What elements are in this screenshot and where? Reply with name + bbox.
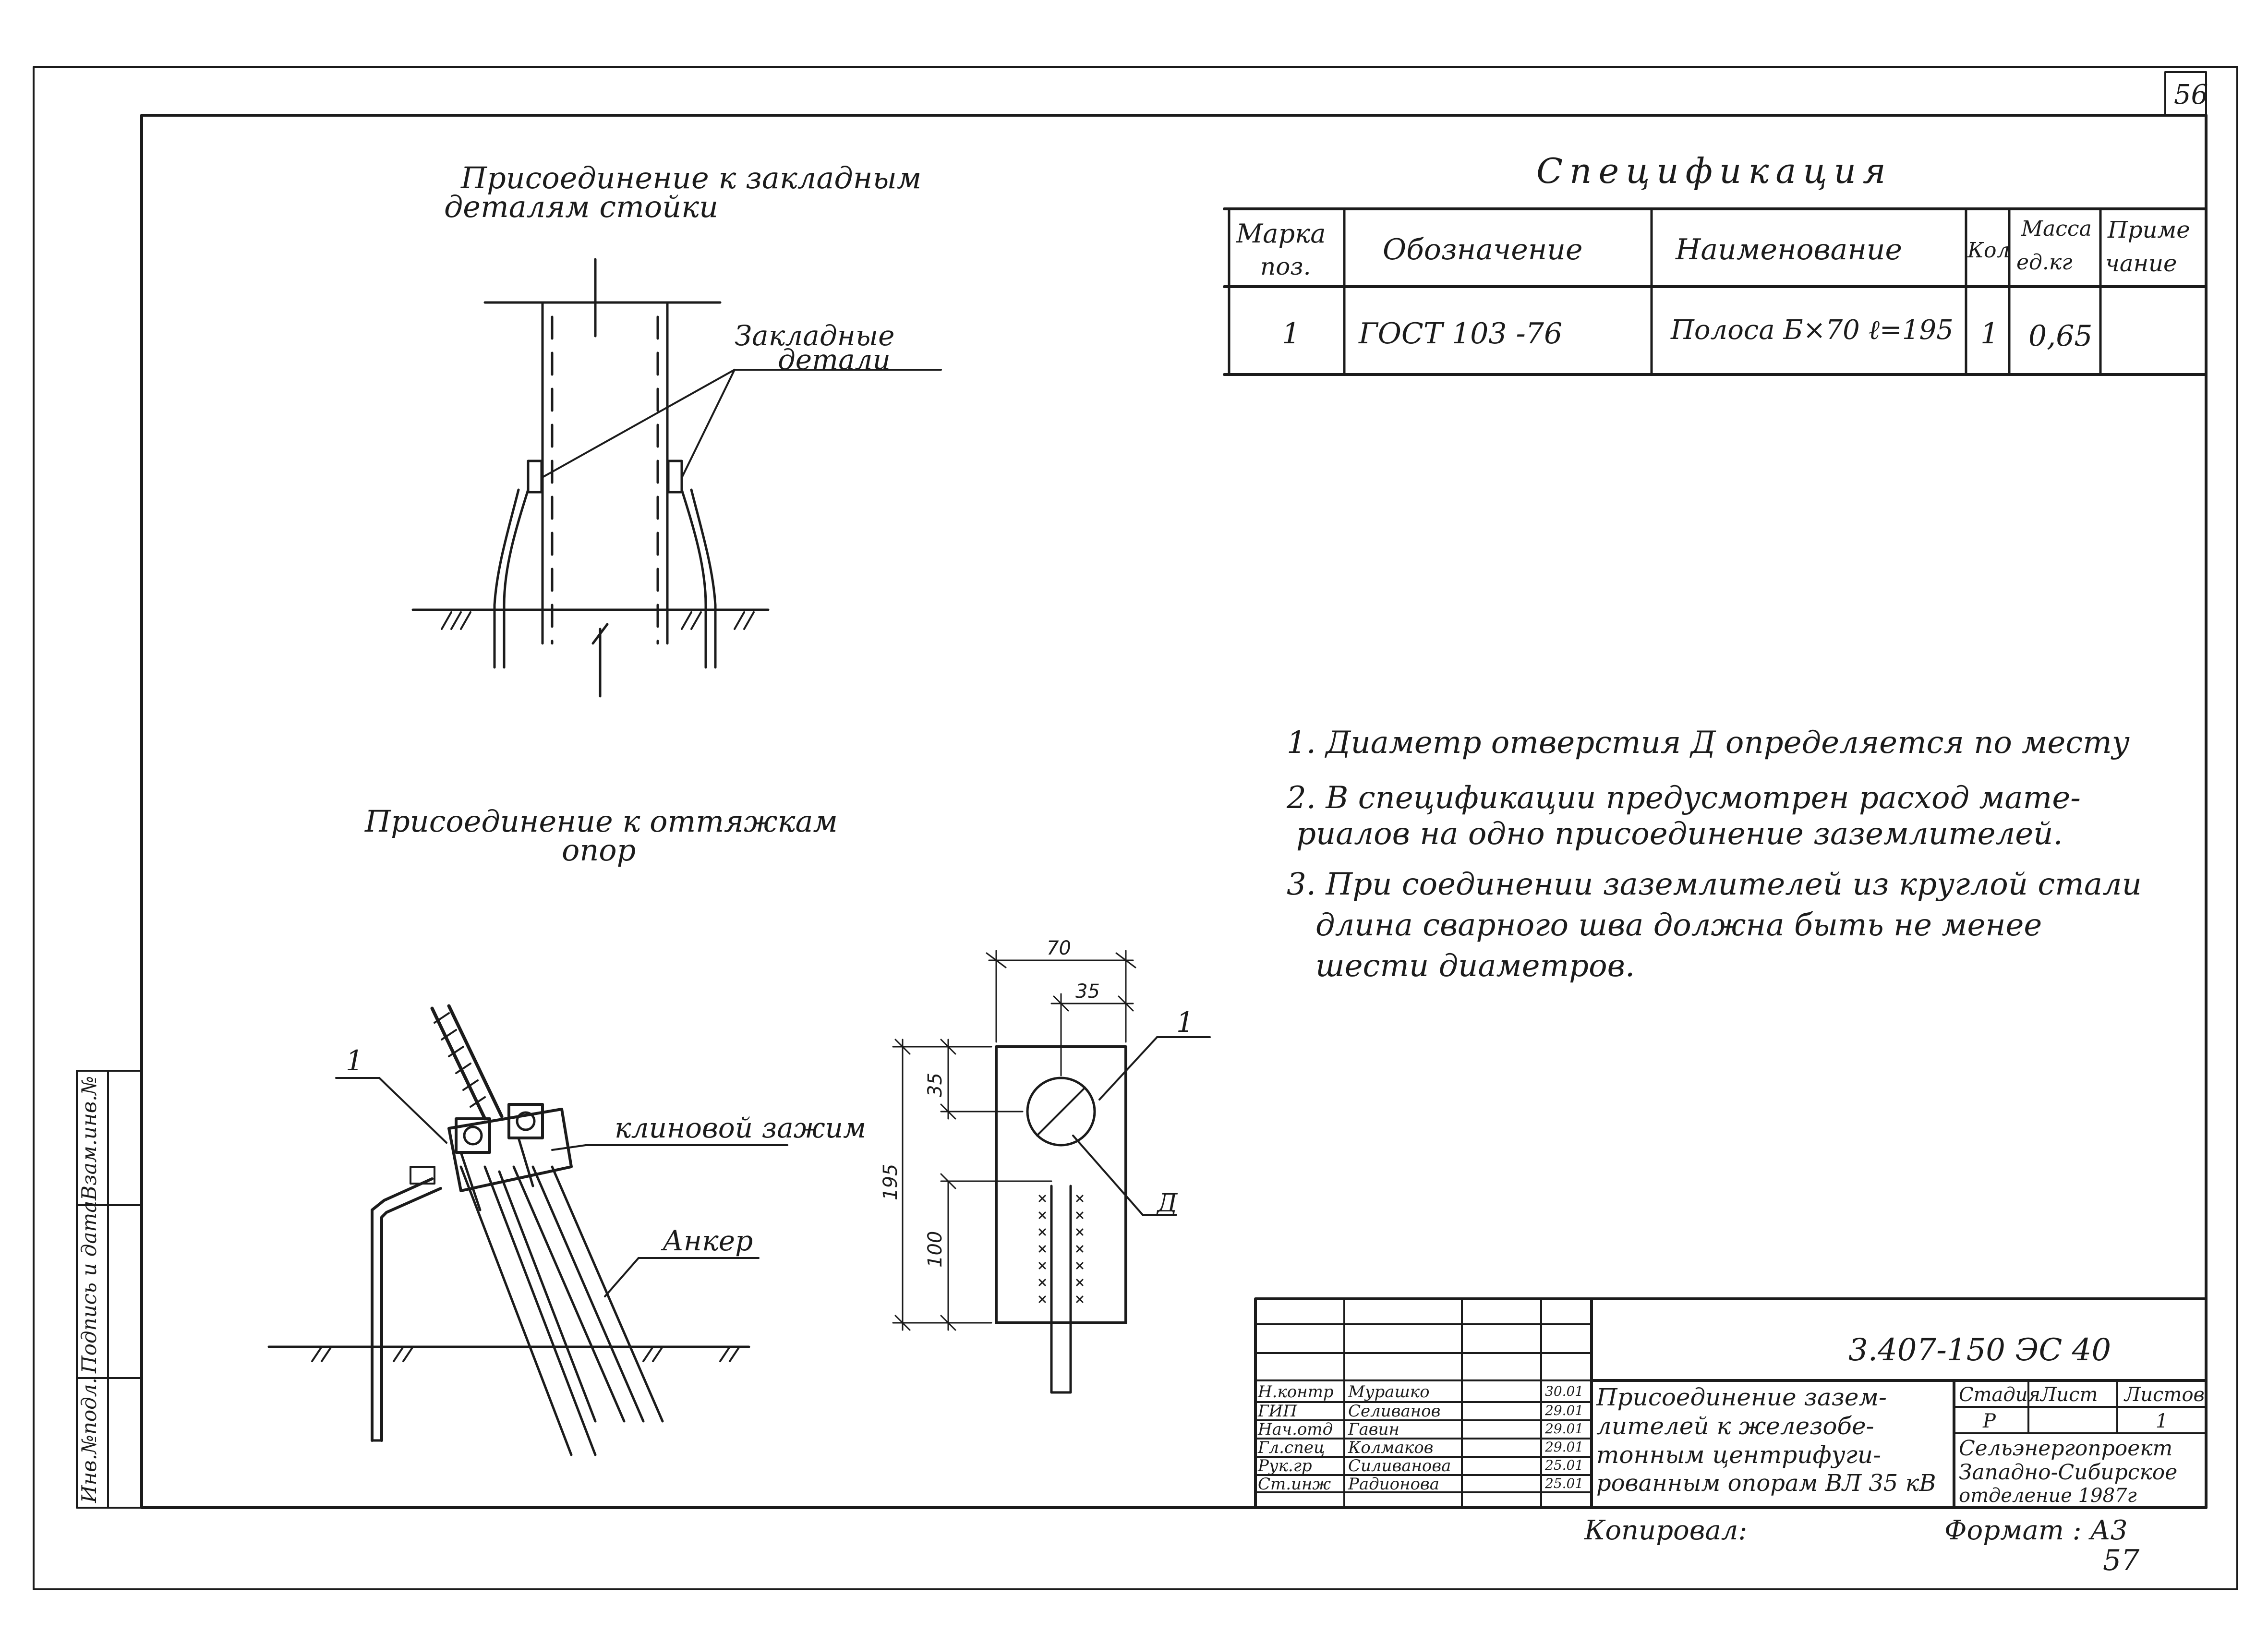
spec-header-designation: Обозначение — [1383, 233, 1583, 266]
spec-row-qty: 1 — [1980, 317, 1999, 351]
document-title-line: лителей к железобе- — [1596, 1412, 1874, 1440]
dimension-half-width: 35 — [1075, 980, 1100, 1003]
spec-header-qty: Кол — [1967, 238, 2010, 263]
embedded-parts-label-line1: Закладные — [735, 319, 895, 352]
note-line: риалов на одно присоединение заземлителе… — [1296, 816, 2063, 852]
spec-header-note-l2: чание — [2105, 250, 2177, 277]
note-line: шести диаметров. — [1315, 948, 1635, 984]
embedded-title-line1: Присоединение к закладным — [461, 160, 922, 195]
embedded-title-line2: деталям стойки — [444, 189, 719, 224]
role-date: 29.01 — [1545, 1403, 1584, 1418]
spec-table-lines — [1223, 207, 2208, 376]
spec-header-mark-l2: поз. — [1260, 253, 1311, 280]
title-block-lines — [1254, 1297, 2208, 1509]
guy-wire-drawing — [267, 1004, 788, 1456]
note-line: 3. При соединении заземлителей из кругло… — [1287, 867, 2142, 902]
spec-row-mark: 1 — [1282, 317, 1301, 351]
document-title-line: Присоединение зазем- — [1596, 1383, 1887, 1411]
role-label: ГИП — [1258, 1402, 1297, 1421]
role-date: 29.01 — [1545, 1439, 1584, 1455]
role-name: Гавин — [1348, 1420, 1399, 1439]
role-label: Гл.спец — [1258, 1438, 1325, 1457]
guy-title-line1: Присоединение к оттяжкам — [365, 804, 838, 839]
role-name: Мурашко — [1348, 1382, 1430, 1402]
embedded-parts-label-line2: детали — [778, 343, 891, 376]
spec-header-name: Наименование — [1676, 233, 1903, 266]
sheets-value: 1 — [2156, 1410, 2168, 1432]
organization-line: Сельэнергопроект — [1959, 1436, 2173, 1461]
role-label: Н.контр — [1258, 1382, 1334, 1402]
role-date: 30.01 — [1545, 1383, 1584, 1399]
format-label: Формат : А3 — [1944, 1515, 2128, 1546]
spec-header-mark-l1: Марка — [1236, 218, 1326, 249]
role-date: 25.01 — [1545, 1457, 1584, 1473]
dimension-hole-offset: 35 — [924, 1073, 946, 1097]
role-label: Рук.гр — [1258, 1456, 1312, 1476]
hole-label: Д — [1157, 1189, 1178, 1218]
sheet-number: 56 — [2174, 79, 2208, 110]
spec-row-name: Полоса Б×70 ℓ=195 — [1671, 314, 1954, 346]
document-code: 3.407-150 ЭС 40 — [1848, 1332, 2111, 1368]
stage-label: Стадия — [1959, 1384, 2040, 1406]
embedded-parts-drawing — [411, 258, 942, 698]
dimension-height: 195 — [880, 1163, 902, 1200]
sheets-label: Листов — [2124, 1384, 2205, 1406]
dimension-width: 70 — [1047, 937, 1071, 959]
role-date: 29.01 — [1545, 1421, 1584, 1437]
wedge-clamp-label: клиновой зажим — [615, 1112, 867, 1144]
role-name: Колмаков — [1348, 1438, 1434, 1457]
anchor-label: Анкер — [663, 1224, 753, 1257]
sheet-label: Лист — [2040, 1384, 2098, 1406]
side-strip-inventory: Инв.№подл. — [77, 1378, 101, 1503]
position-marker: 1 — [1176, 1006, 1194, 1039]
stage-value: Р — [1983, 1410, 1996, 1432]
role-name: Силиванова — [1348, 1456, 1451, 1476]
role-label: Ст.инж — [1258, 1475, 1331, 1494]
strip-plate-detail — [892, 950, 1211, 1394]
side-strip-replace: Взам.инв.№ — [77, 1076, 101, 1200]
spec-header-note-l1: Приме — [2108, 217, 2190, 243]
note-line: 2. В спецификации предусмотрен расход ма… — [1287, 780, 2081, 816]
spec-row-designation: ГОСТ 103 -76 — [1359, 317, 1563, 351]
role-name: Радионова — [1348, 1475, 1439, 1494]
copied-by-label: Копировал: — [1584, 1515, 1748, 1546]
note-line: 1. Диаметр отверстия Д определяется по м… — [1287, 725, 2130, 761]
role-name: Селиванов — [1348, 1402, 1441, 1421]
bottom-number: 57 — [2103, 1544, 2140, 1577]
organization-line: Западно-Сибирское — [1959, 1460, 2178, 1485]
spec-header-mass-l2: ед.кг — [2016, 250, 2073, 275]
note-line: длина сварного шва должна быть не менее — [1315, 907, 2042, 943]
spec-header-mass-l1: Масса — [2021, 217, 2092, 241]
organization-line: отделение 1987г — [1959, 1485, 2137, 1507]
dimension-weld: 100 — [924, 1231, 946, 1268]
spec-row-mass: 0,65 — [2028, 319, 2093, 353]
document-title-line: тонным центрифуги- — [1596, 1441, 1881, 1469]
guy-title-line2: опор — [562, 833, 636, 868]
spec-title: Спецификация — [1536, 151, 1893, 191]
role-label: Нач.отд — [1258, 1420, 1333, 1439]
position-marker: 1 — [346, 1044, 363, 1077]
sheet-frame — [33, 66, 2238, 1590]
side-strip-signature: Подпись и дата — [77, 1200, 101, 1373]
role-date: 25.01 — [1545, 1476, 1584, 1491]
document-title-line: рованным опорам ВЛ 35 кВ — [1596, 1470, 1936, 1497]
